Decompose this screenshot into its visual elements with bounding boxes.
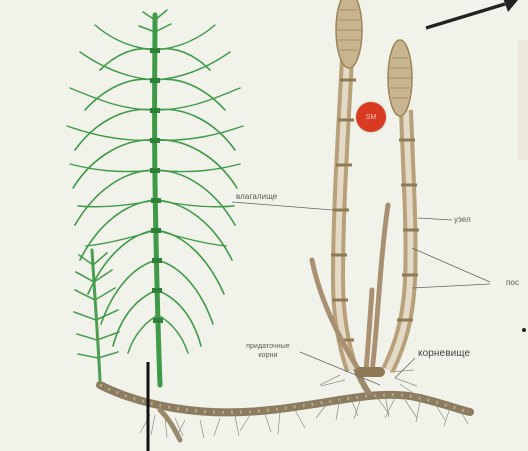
label-sheath: влагалище bbox=[236, 192, 277, 201]
label-roots-line2: корни bbox=[233, 351, 303, 360]
label-roots-line1: придаточные bbox=[233, 342, 303, 351]
label-adventitious-roots: придаточные корни bbox=[233, 342, 303, 360]
label-rhizome: корневище bbox=[418, 348, 470, 359]
green-vegetative-shoot bbox=[67, 10, 243, 385]
watermark-badge: SM bbox=[356, 102, 386, 132]
label-node: узел bbox=[454, 215, 471, 224]
arrow-icon bbox=[426, 0, 518, 28]
young-green-shoot bbox=[74, 250, 119, 380]
badge-text: SM bbox=[366, 114, 377, 121]
rhizome bbox=[100, 352, 470, 440]
right-edge-dot bbox=[522, 328, 526, 332]
spore-bearing-shoot-right bbox=[388, 40, 419, 370]
right-edge-fragment bbox=[518, 40, 528, 160]
label-internodes: пос bbox=[506, 278, 519, 287]
spore-bearing-shoot-left bbox=[331, 0, 362, 370]
